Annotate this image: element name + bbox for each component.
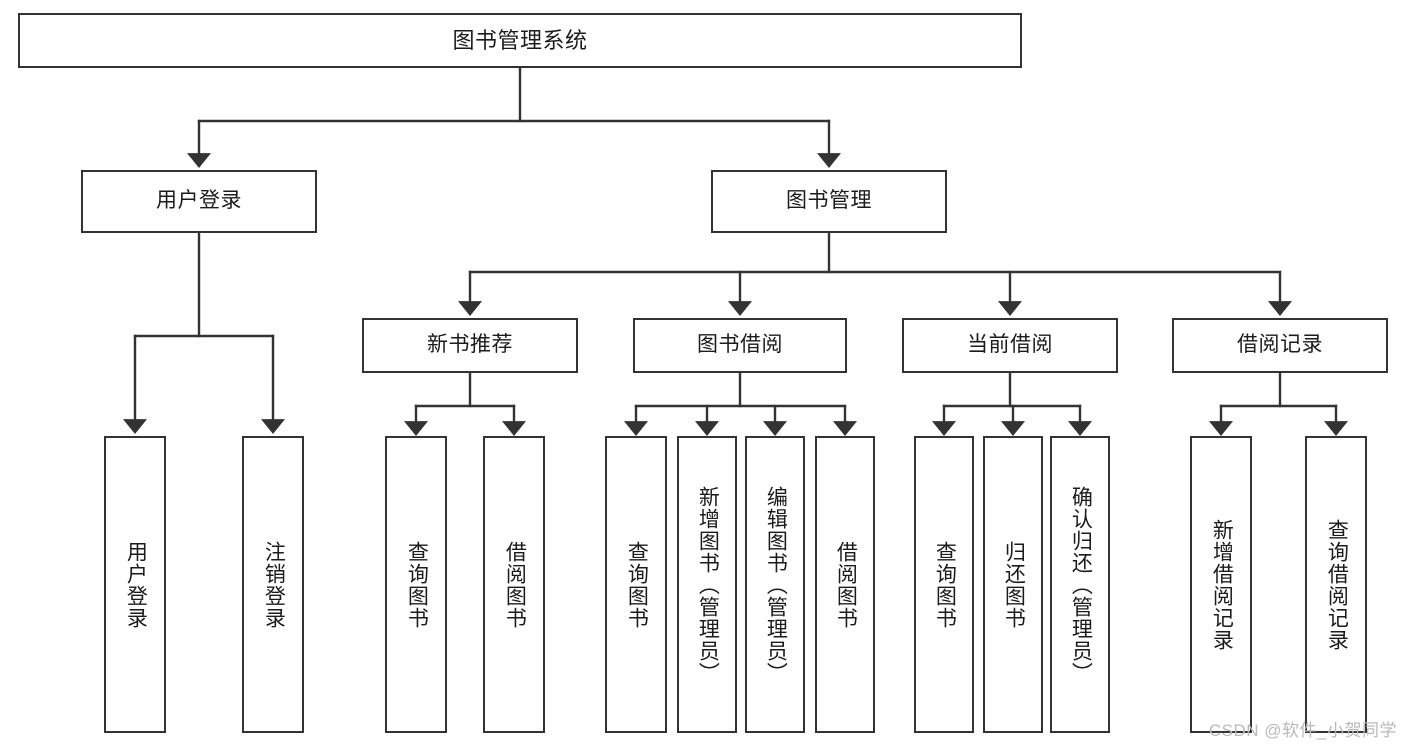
node-leaf-确认归还管理-10[interactable]: 确认归还（管理员） (1050, 436, 1110, 733)
node-root-图书管理系统[interactable]: 图书管理系统 (18, 13, 1022, 68)
node-label: 用户登录 (156, 189, 242, 213)
node-leaf-查询图书-8[interactable]: 查询图书 (914, 436, 974, 733)
node-leaf-借阅图书-7[interactable]: 借阅图书 (815, 436, 875, 733)
node-level2-用户登录-0[interactable]: 用户登录 (81, 170, 317, 233)
node-leaf-查询图书-4[interactable]: 查询图书 (605, 436, 667, 733)
node-label: 编辑图书（管理员） (764, 485, 788, 684)
node-level2-图书管理-1[interactable]: 图书管理 (711, 170, 947, 233)
node-label: 确认归还（管理员） (1069, 485, 1093, 684)
node-leaf-查询图书-2[interactable]: 查询图书 (385, 436, 447, 733)
node-label: 新增图书（管理员） (696, 485, 720, 684)
node-label: 借阅图书 (834, 540, 858, 629)
node-label: 新书推荐 (427, 333, 513, 357)
node-leaf-注销登录-1[interactable]: 注销登录 (242, 436, 304, 733)
node-leaf-借阅图书-3[interactable]: 借阅图书 (483, 436, 545, 733)
csdn-watermark: CSDN @软件_小贺同学 (1208, 721, 1397, 740)
node-leaf-归还图书-9[interactable]: 归还图书 (983, 436, 1043, 733)
node-label: 用户登录 (124, 540, 148, 629)
node-label: 新增借阅记录 (1210, 518, 1234, 651)
node-label: 查询图书 (933, 540, 957, 629)
node-level3-新书推荐-0[interactable]: 新书推荐 (362, 318, 578, 373)
node-label: 注销登录 (262, 540, 286, 629)
node-level3-借阅记录-3[interactable]: 借阅记录 (1172, 318, 1388, 373)
node-leaf-新增图书管理-5[interactable]: 新增图书（管理员） (677, 436, 737, 733)
node-leaf-新增借阅记录-11[interactable]: 新增借阅记录 (1190, 436, 1252, 733)
node-leaf-查询借阅记录-12[interactable]: 查询借阅记录 (1305, 436, 1367, 733)
node-level3-图书借阅-1[interactable]: 图书借阅 (633, 318, 847, 373)
node-label: 图书管理 (786, 189, 872, 213)
node-label: 查询借阅记录 (1325, 518, 1349, 651)
node-label: 当前借阅 (967, 333, 1053, 357)
node-label: 借阅记录 (1237, 333, 1323, 357)
node-label: 借阅图书 (503, 540, 527, 629)
node-label: 图书管理系统 (452, 27, 588, 53)
node-leaf-编辑图书管理-6[interactable]: 编辑图书（管理员） (745, 436, 805, 733)
node-label: 查询图书 (625, 540, 649, 629)
node-label: 图书借阅 (697, 333, 783, 357)
node-label: 查询图书 (405, 540, 429, 629)
node-label: 归还图书 (1002, 540, 1026, 629)
node-leaf-用户登录-0[interactable]: 用户登录 (104, 436, 166, 733)
node-level3-当前借阅-2[interactable]: 当前借阅 (902, 318, 1118, 373)
